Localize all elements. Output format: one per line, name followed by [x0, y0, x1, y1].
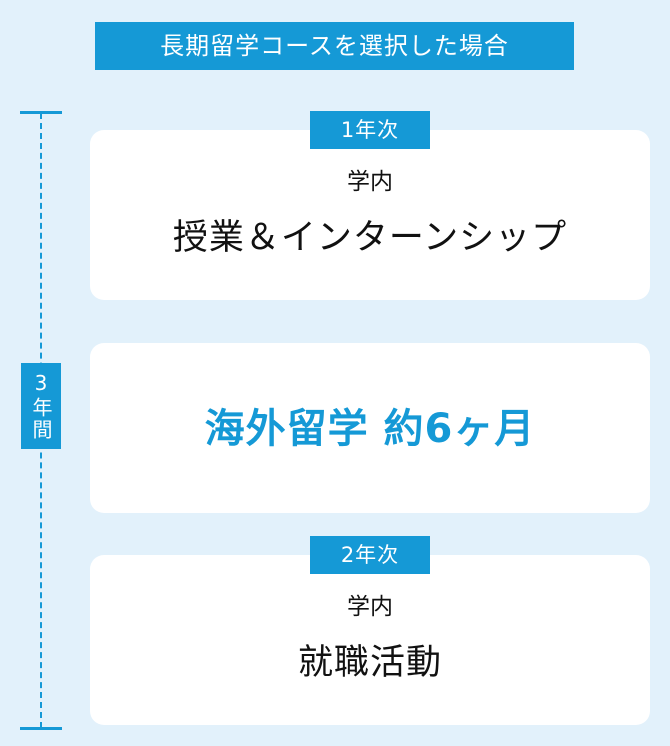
course-title-banner: 長期留学コースを選択した場合 [95, 22, 574, 70]
stage-card-year-1: 学内 授業＆インターンシップ [90, 130, 650, 300]
stage-card-study-abroad: 海外留学 約6ヶ月 [90, 343, 650, 513]
stage-activity: 授業＆インターンシップ [172, 218, 568, 258]
duration-label: 3年間 [21, 363, 61, 449]
year-badge-1: 1年次 [310, 111, 430, 149]
stage-card-year-2: 学内 就職活動 [90, 555, 650, 725]
timeline-bottom-cap [20, 727, 62, 730]
study-abroad-label: 海外留学 約6ヶ月 [204, 406, 536, 452]
stage-activity: 就職活動 [297, 643, 442, 683]
timeline-top-cap [20, 111, 62, 114]
stage-location: 学内 [347, 594, 393, 620]
stage-location: 学内 [347, 169, 393, 195]
year-badge-2: 2年次 [310, 536, 430, 574]
